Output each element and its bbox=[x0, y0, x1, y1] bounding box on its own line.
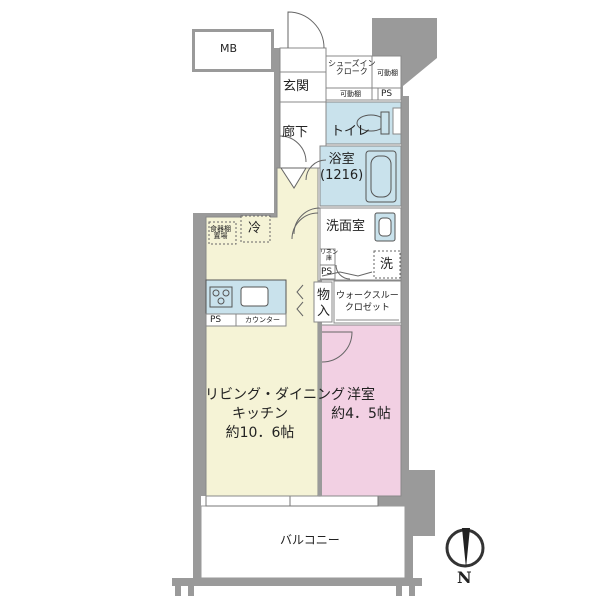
compass-graphic bbox=[445, 528, 485, 568]
ps-mid-label: PS bbox=[321, 267, 333, 277]
rouka-label: 廊下 bbox=[282, 125, 309, 140]
ps-kitchen-label: PS bbox=[210, 315, 222, 325]
bathtub bbox=[365, 150, 397, 203]
toilet-label: トイレ bbox=[331, 124, 371, 139]
bedroom-floor bbox=[320, 324, 402, 497]
bedroom-line-2: 約4．5帖 bbox=[331, 406, 391, 422]
cupboard-line-2: 置場 bbox=[213, 232, 228, 240]
ps-top-label: PS bbox=[381, 89, 393, 99]
stove bbox=[209, 286, 233, 308]
storage-label: 物 入 bbox=[317, 288, 330, 320]
walk-in-closet-line-1: ウォークスルー bbox=[336, 291, 399, 301]
bathroom-line-1: 浴室 bbox=[328, 152, 355, 167]
shoes-closet-line-1: シューズイン bbox=[328, 59, 376, 68]
cupboard-label: 食器棚 置場 bbox=[210, 226, 231, 240]
mb-label: MB bbox=[220, 42, 238, 55]
compass-north-label: N bbox=[457, 568, 472, 587]
linen-line-2: 庫 bbox=[326, 255, 333, 262]
linen-line-1: リネン bbox=[320, 249, 339, 256]
ldk-label: リビング・ダイニング キッチン 約10．6帖 bbox=[205, 386, 345, 443]
bedroom-label: 洋室 約4．5帖 bbox=[322, 386, 400, 424]
kadoudana-top-label: 可動棚 bbox=[377, 69, 398, 77]
ldk-line-2: キッチン bbox=[232, 406, 288, 422]
entrance-floor bbox=[279, 71, 327, 103]
shoes-closet-label: シューズイン クローク bbox=[328, 60, 376, 76]
storage-line-1: 物 bbox=[317, 288, 331, 303]
ldk-line-1: リビング・ダイニング bbox=[205, 387, 345, 403]
window-sash bbox=[205, 495, 379, 507]
cupboard-space bbox=[208, 221, 237, 245]
fridge-label: 冷 bbox=[248, 221, 262, 236]
washer-space bbox=[373, 250, 401, 279]
balcony-label: バルコニー bbox=[280, 533, 340, 547]
storage-closet bbox=[313, 281, 333, 323]
storage-line-2: 入 bbox=[317, 304, 331, 319]
walk-in-closet-line-2: クロゼット bbox=[344, 303, 390, 313]
bathroom-label: 浴室 (1216) bbox=[320, 152, 363, 184]
linen-label: リネン 庫 bbox=[320, 250, 338, 262]
bedroom-line-1: 洋室 bbox=[347, 387, 375, 403]
sink bbox=[240, 286, 269, 307]
walk-in-closet-area bbox=[333, 280, 402, 324]
shoes-closet-line-2: クローク bbox=[335, 67, 368, 76]
genkan-label: 玄関 bbox=[283, 79, 310, 94]
fridge-space bbox=[240, 215, 271, 243]
washroom-label: 洗面室 bbox=[326, 219, 366, 234]
walk-in-closet-label: ウォークスルー クロゼット bbox=[336, 290, 399, 314]
bathroom-line-2: (1216) bbox=[320, 168, 364, 183]
kadoudana-bottom-label: 可動棚 bbox=[340, 90, 361, 98]
shoes-closet-area bbox=[325, 55, 402, 89]
counter-label: カウンター bbox=[245, 316, 280, 324]
washer-label: 洗 bbox=[380, 257, 394, 272]
ldk-line-3: 約10．6帖 bbox=[225, 425, 295, 441]
cupboard-line-1: 食器棚 bbox=[210, 225, 231, 233]
